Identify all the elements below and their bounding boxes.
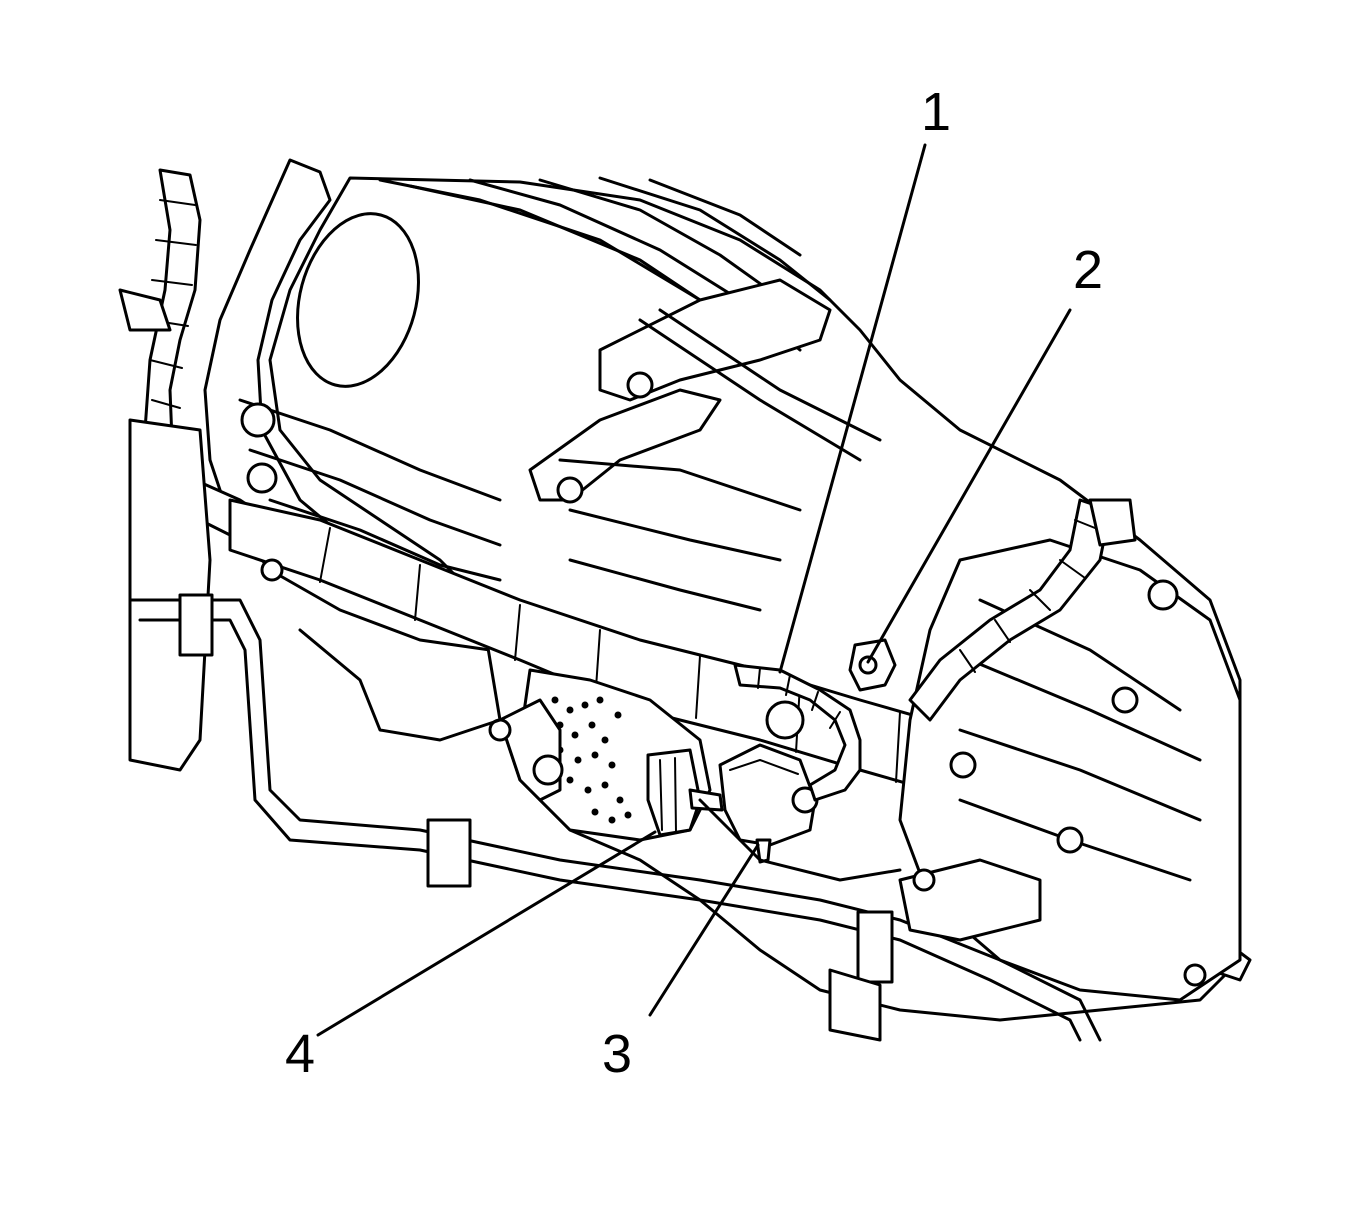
callout-4: 4 [285,1024,315,1084]
range-switch-area [488,638,897,864]
callout-2: 2 [1073,240,1103,300]
leader-4 [316,830,657,1037]
sensor-harness [733,663,862,802]
callout-1: 1 [921,82,951,142]
leader-1 [778,143,927,674]
callout-leaders [316,143,1072,1037]
leader-3 [648,843,760,1017]
lower-details [260,558,1207,987]
callout-3: 3 [602,1024,632,1084]
leader-2 [866,308,1072,664]
speed-sensor [718,743,817,847]
